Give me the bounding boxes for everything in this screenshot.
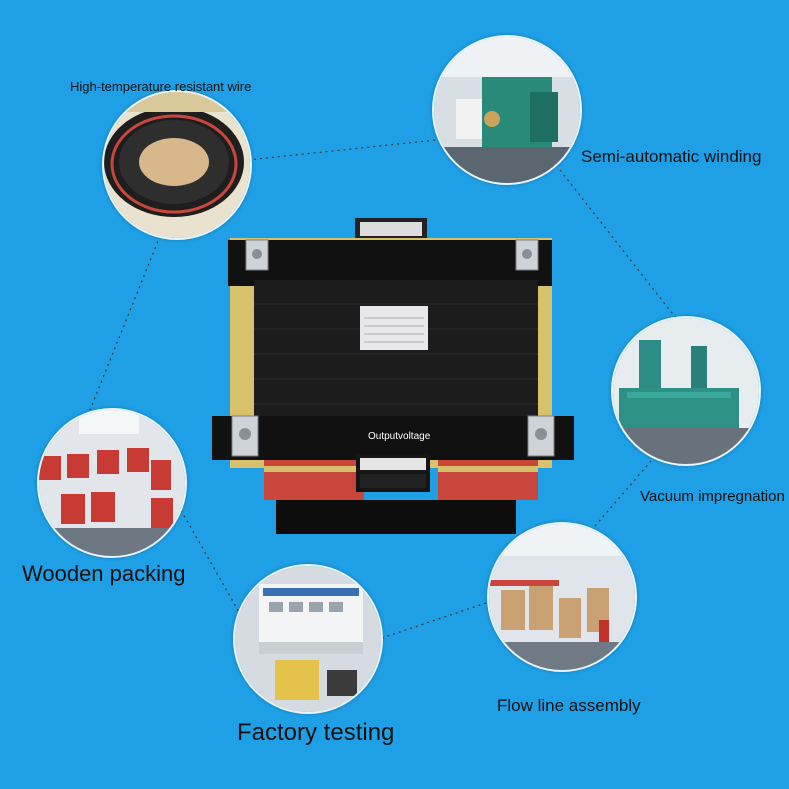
winding-machine-photo-icon (432, 35, 582, 185)
transformer-image (210, 214, 580, 536)
label-high-temp-wire: High-temperature resistant wire (70, 79, 252, 94)
vacuum-tank-photo-icon (611, 316, 761, 466)
label-flow-line-assembly: Flow line assembly (497, 696, 641, 715)
label-semi-auto-winding: Semi-automatic winding (581, 147, 762, 166)
label-factory-testing: Factory testing (237, 719, 395, 746)
output-voltage-label: Outputvoltage (368, 431, 431, 442)
wire-coil-photo-icon (102, 90, 252, 240)
test-bench-photo-icon (233, 564, 383, 714)
label-vacuum-impregnation: Vacuum impregnation (640, 488, 785, 505)
packing-photo-icon (37, 408, 187, 558)
assembly-line-photo-icon (487, 522, 637, 672)
label-wooden-packing: Wooden packing (22, 561, 186, 586)
